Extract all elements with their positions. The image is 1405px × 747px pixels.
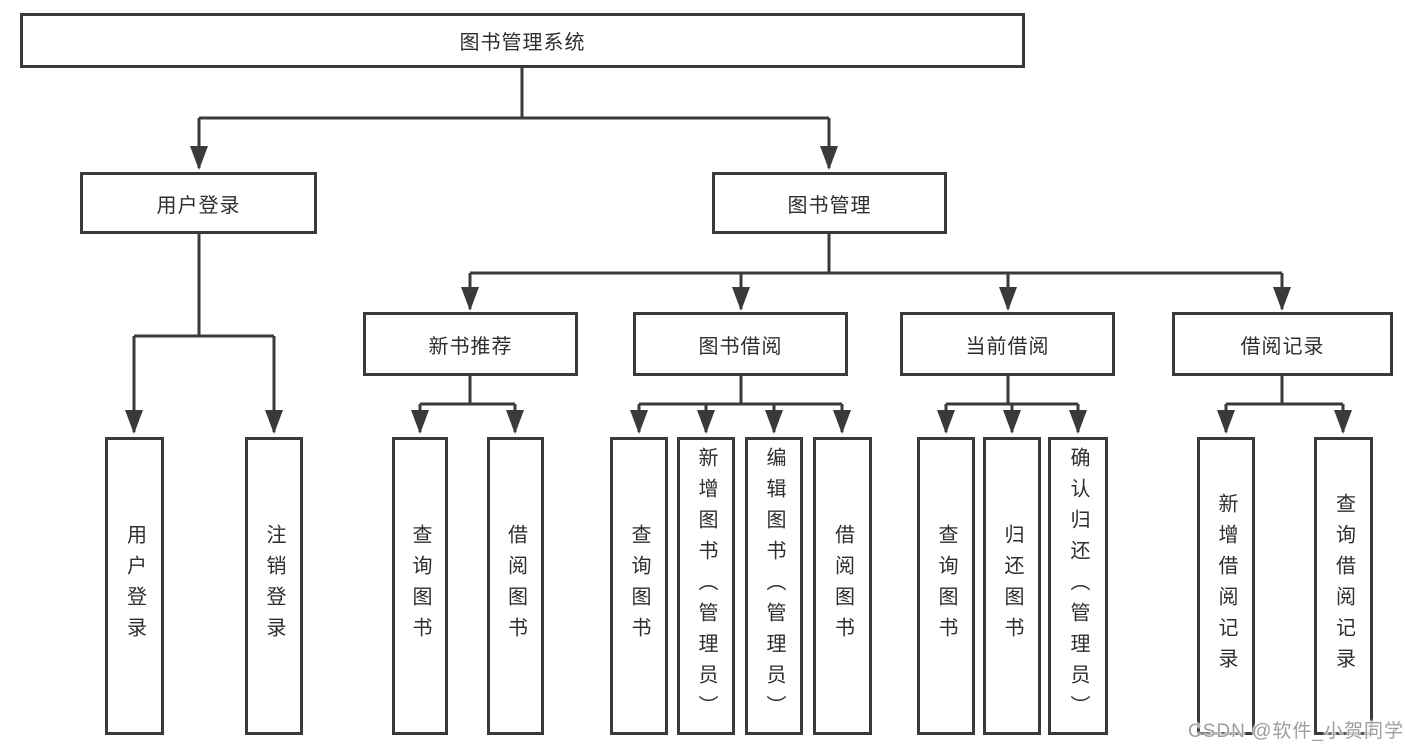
leaf-borrow-book-2: 借阅图书 xyxy=(813,437,872,735)
leaf-user-login: 用户登录 xyxy=(105,437,164,735)
node-label: 查询图书 xyxy=(628,524,650,648)
leaf-query-book-3: 查询图书 xyxy=(917,437,975,735)
node-label: 查询借阅记录 xyxy=(1332,493,1355,679)
leaf-edit-book-admin: 编辑图书（管理员） xyxy=(745,437,803,735)
leaf-logout: 注销登录 xyxy=(245,437,303,735)
root-node-library-system: 图书管理系统 xyxy=(20,13,1025,68)
node-book-management: 图书管理 xyxy=(712,172,947,234)
leaf-query-book: 查询图书 xyxy=(392,437,448,735)
leaf-query-borrow-record: 查询借阅记录 xyxy=(1314,437,1373,735)
node-label: 新增图书（管理员） xyxy=(695,446,717,726)
node-label: 借阅图书 xyxy=(504,524,527,648)
node-user-login: 用户登录 xyxy=(80,172,317,234)
csdn-watermark: CSDN @软件_小贺同学 xyxy=(1188,721,1404,742)
leaf-query-book-2: 查询图书 xyxy=(610,437,668,735)
leaf-borrow-book: 借阅图书 xyxy=(487,437,544,735)
node-label: 确认归还（管理员） xyxy=(1067,446,1089,726)
node-label: 借阅图书 xyxy=(831,524,854,648)
node-label: 新书推荐 xyxy=(428,335,513,358)
node-label: 归还图书 xyxy=(1001,524,1023,648)
node-borrow-records: 借阅记录 xyxy=(1172,312,1393,376)
node-current-borrow: 当前借阅 xyxy=(900,312,1115,376)
node-label: 图书借阅 xyxy=(698,335,783,358)
node-label: 编辑图书（管理员） xyxy=(763,446,785,726)
leaf-confirm-return-admin: 确认归还（管理员） xyxy=(1048,437,1108,735)
node-label: 注销登录 xyxy=(263,524,285,648)
leaf-return-book: 归还图书 xyxy=(983,437,1041,735)
node-label: 图书管理 xyxy=(787,194,872,217)
node-new-book-recommend: 新书推荐 xyxy=(363,312,578,376)
node-label: 查询图书 xyxy=(935,524,957,648)
leaf-add-book-admin: 新增图书（管理员） xyxy=(677,437,735,735)
node-label: 借阅记录 xyxy=(1240,335,1325,358)
node-label: 新增借阅记录 xyxy=(1215,493,1237,679)
node-label: 图书管理系统 xyxy=(459,32,586,54)
node-book-borrow: 图书借阅 xyxy=(633,312,848,376)
node-label: 用户登录 xyxy=(123,524,146,648)
node-label: 当前借阅 xyxy=(965,335,1050,358)
leaf-add-borrow-record: 新增借阅记录 xyxy=(1197,437,1255,735)
node-label: 用户登录 xyxy=(156,194,241,217)
node-label: 查询图书 xyxy=(409,524,431,648)
